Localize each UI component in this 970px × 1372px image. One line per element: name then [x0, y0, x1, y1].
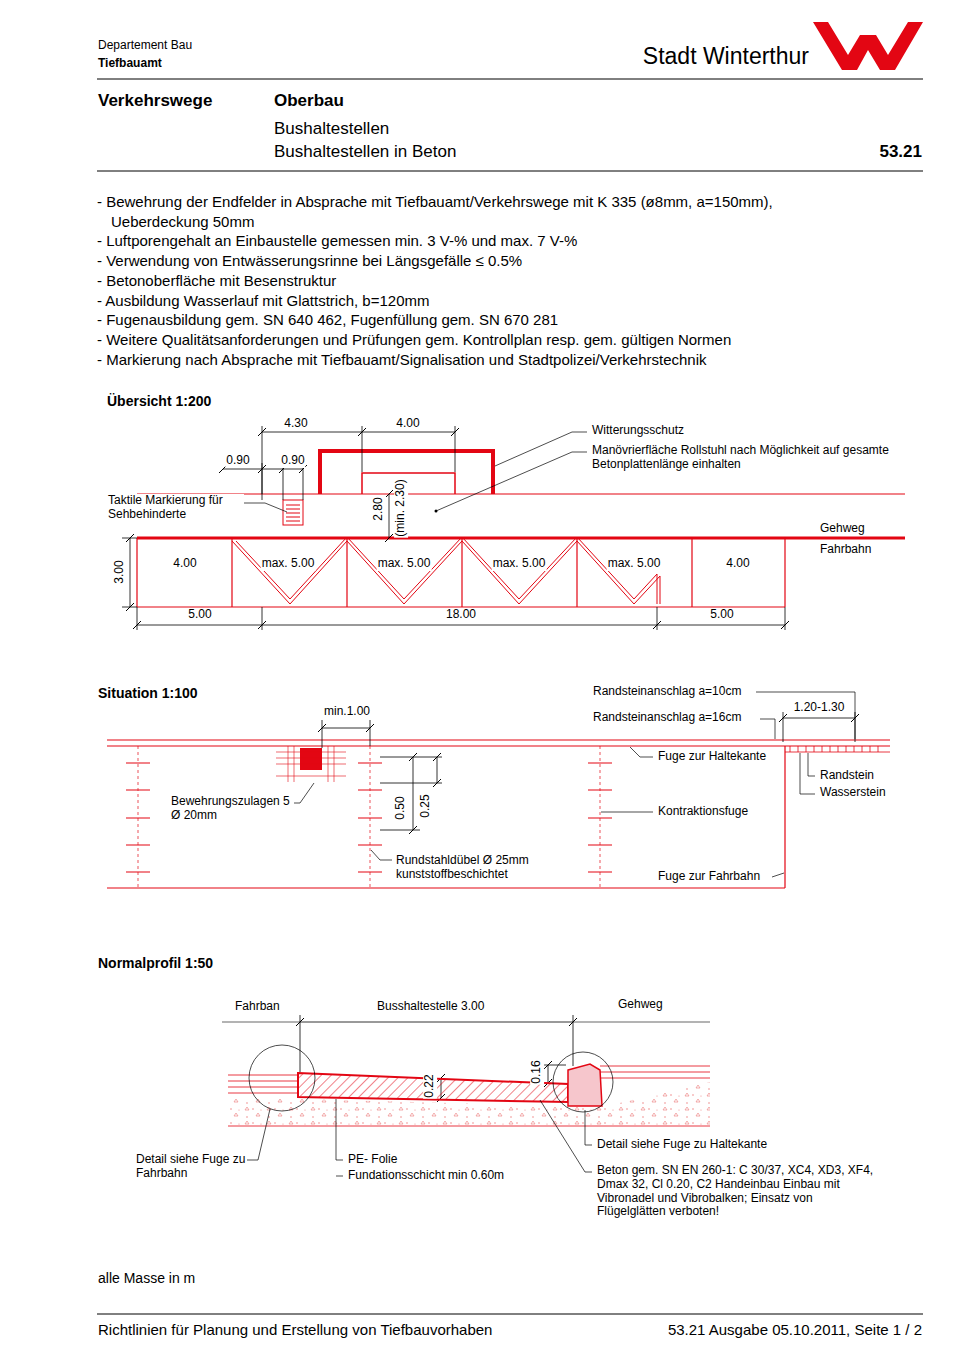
joint-line: [138, 746, 600, 888]
dimension: Busshaltestelle 3.00: [376, 1000, 485, 1014]
sheet-heading: Bushaltestellen: [273, 119, 390, 139]
tactile-lines: [286, 505, 300, 521]
area-label: Fahrban: [234, 1000, 281, 1014]
dimension: 5.00: [709, 608, 734, 622]
callout-label: Witterungsschutz: [591, 424, 685, 438]
callout-label: PE- Folie: [347, 1153, 398, 1167]
area-label: Fahrbahn: [819, 543, 872, 557]
callout-label: Beton gem. SN EN 260-1: C 30/37, XC4, XD…: [596, 1164, 878, 1219]
callout-label: Randsteinanschlag a=16cm: [592, 711, 742, 725]
dimension: 0.90: [280, 454, 305, 468]
sidewalk-edge: [137, 493, 905, 494]
callout-label: Kontraktionsfuge: [657, 805, 749, 819]
footer-text: Richtlinien für Planung und Erstellung v…: [97, 1321, 493, 1338]
dimension: 18.00: [445, 608, 477, 622]
callout-label: Fundationsschicht min 0.60m: [347, 1169, 505, 1183]
callout-label: Manövrierfläche Rollstuhl nach Möglichke…: [591, 444, 893, 472]
dimension: max. 5.00: [607, 557, 662, 571]
department-name: Departement Bau: [97, 39, 193, 53]
sheet-number: 53.21: [878, 142, 923, 162]
concrete-slab: [298, 1073, 568, 1102]
section-heading: Normalprofil 1:50: [97, 955, 214, 971]
slab-edge: [107, 740, 890, 888]
dimension: 3.00: [113, 559, 127, 584]
dimension: 0.25: [419, 793, 433, 818]
city-logo: [813, 22, 923, 70]
kerb-section: [568, 1064, 602, 1106]
detail-circle: [553, 1052, 613, 1112]
callout-label: Fuge zur Fahrbahn: [657, 870, 761, 884]
spec-note: - Luftporengehalt an Einbaustelle gemess…: [97, 231, 858, 251]
reinforcement: [300, 748, 322, 770]
dimension: 1.20-1.30: [793, 701, 846, 715]
dimension: (min. 2.30): [394, 478, 408, 537]
footer-text: 53.21 Ausgabe 05.10.2011, Seite 1 / 2: [667, 1321, 923, 1338]
callout-label: Taktile Markierung für Sehbehinderte: [107, 494, 244, 522]
dimension: 4.30: [283, 417, 308, 431]
section-heading: Situation 1:100: [97, 685, 199, 701]
callout-label: Detail siehe Fuge zu Fahrbahn: [135, 1153, 247, 1181]
shelter-inner: [362, 473, 455, 494]
dimension: 4.00: [725, 557, 750, 571]
dimension: 2.80: [372, 496, 386, 521]
leader-line: [238, 432, 587, 512]
area-label: Gehweg: [617, 998, 664, 1012]
spec-note: - Betonoberfläche mit Besenstruktur: [97, 271, 858, 291]
leader-line: [290, 692, 855, 877]
dimension: 4.00: [172, 557, 197, 571]
sidewalk-layers: [600, 1066, 710, 1078]
rule: [97, 79, 923, 1314]
foundation-line: [228, 1126, 710, 1127]
spec-note: - Weitere Qualitätsanforderungen und Prü…: [97, 330, 858, 350]
spec-note: - Fugenausbildung gem. SN 640 462, Fugen…: [97, 310, 858, 330]
tactile-marking: [283, 500, 303, 525]
dimension: max. 5.00: [377, 557, 432, 571]
callout-label: Wasserstein: [819, 786, 887, 800]
dimension: 4.00: [395, 417, 420, 431]
detail-circle: [249, 1045, 315, 1111]
callout-label: Randsteinanschlag a=10cm: [592, 685, 742, 699]
callout-label: Fuge zur Haltekante: [657, 750, 767, 764]
dimension: 0.50: [394, 795, 408, 820]
asphalt: [228, 1075, 298, 1093]
spec-note: - Markierung nach Absprache mit Tiefbaua…: [97, 350, 858, 370]
callout-label: Rundstahldübel Ø 25mm kunststoffbeschich…: [395, 854, 545, 882]
area-label: Gehweg: [819, 522, 866, 536]
callout-label: Bewehrungszulagen 5 Ø 20mm: [170, 795, 294, 823]
dimension: max. 5.00: [492, 557, 547, 571]
spec-note: - Ausbildung Wasserlauf mit Glattstrich,…: [97, 291, 858, 311]
dimension-tick: [318, 714, 859, 834]
dimension: 0.16: [530, 1059, 544, 1084]
dimension: 0.90: [225, 454, 250, 468]
callout-label: Randstein: [819, 769, 875, 783]
zigzag-marking: [236, 537, 657, 604]
department-name: Tiefbauamt: [97, 57, 163, 71]
kerb-stone: [785, 746, 890, 752]
concrete-fields: [137, 538, 785, 607]
zigzag-marking: [232, 541, 660, 604]
spec-note: - Bewehrung der Endfelder in Absprache m…: [97, 192, 858, 232]
note: alle Masse in m: [97, 1270, 196, 1286]
leader-line: [241, 1099, 592, 1176]
leader-dot: [435, 510, 438, 513]
sheet-title: Bushaltestellen in Beton: [273, 142, 457, 162]
dimension: 0.22: [423, 1073, 437, 1098]
callout-label: Detail siehe Fuge zu Haltekante: [596, 1138, 768, 1152]
dimension-tick: [296, 1018, 577, 1102]
kerb-line: [137, 537, 905, 540]
dimension: 5.00: [187, 608, 212, 622]
dimension: min.1.00: [323, 705, 371, 719]
reinforcement-bars: [276, 746, 346, 782]
section-heading: Übersicht 1:200: [106, 393, 212, 409]
spec-note: - Verwendung von Entwässerungsrinne bei …: [97, 251, 858, 271]
dimension: max. 5.00: [261, 557, 316, 571]
sheet-heading: Verkehrswege: [97, 91, 213, 111]
sheet-heading: Oberbau: [273, 91, 345, 111]
city-name: Stadt Winterthur: [642, 43, 810, 69]
